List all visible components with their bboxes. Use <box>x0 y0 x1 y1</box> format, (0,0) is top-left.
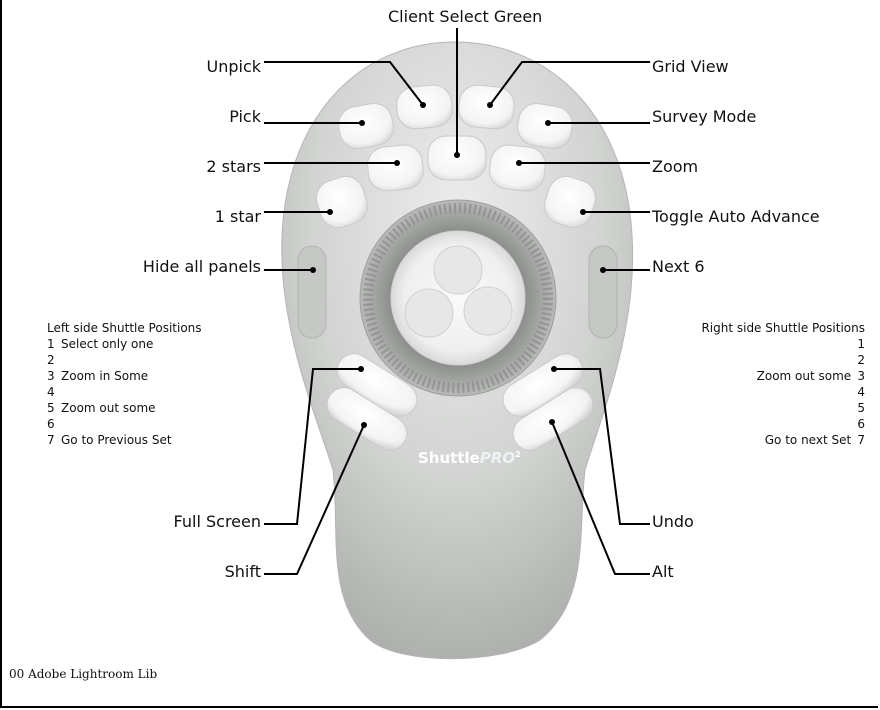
button-zoom[interactable] <box>488 143 547 193</box>
button-grid-view[interactable] <box>457 84 515 131</box>
left-shuttle-position-6: 6 <box>47 417 55 431</box>
label-shift: Shift <box>224 562 261 581</box>
label-undo: Undo <box>652 512 694 531</box>
footer-caption: 00 Adobe Lightroom Lib <box>9 667 158 681</box>
leader-alt <box>551 421 650 575</box>
label-unpick: Unpick <box>206 57 261 76</box>
jog-dimple-right <box>463 286 513 336</box>
label-toggle-auto-advance: Toggle Auto Advance <box>652 207 820 226</box>
right-shuttle-position-6: 6 <box>857 417 865 431</box>
right-shuttle-position-4: 4 <box>857 385 865 399</box>
left-shuttle-position-2: 2 <box>47 353 55 367</box>
left-shuttle-title: Left side Shuttle Positions <box>47 321 202 335</box>
right-shuttle-position-7: Go to next Set 7 <box>764 433 865 447</box>
button-survey-mode[interactable] <box>515 101 575 152</box>
leader-grid-view <box>489 61 650 106</box>
button-2-stars[interactable] <box>366 143 425 193</box>
label-next-6: Next 6 <box>652 257 705 276</box>
label-1-star: 1 star <box>214 207 261 226</box>
button-shift[interactable] <box>321 381 414 456</box>
brand-logo: ShuttlePRO2 <box>418 449 521 467</box>
label-full-screen: Full Screen <box>173 512 261 531</box>
right-shuttle-position-3: Zoom out some 3 <box>756 369 865 383</box>
leader-full-screen <box>264 368 361 525</box>
leader-undo <box>554 368 650 525</box>
left-shuttle-position-4: 4 <box>47 385 55 399</box>
label-survey-mode: Survey Mode <box>652 107 757 126</box>
button-alt[interactable] <box>507 381 600 456</box>
label-pick: Pick <box>229 107 261 126</box>
label-alt: Alt <box>652 562 674 581</box>
right-shuttle-position-5: 5 <box>857 401 865 415</box>
leader-lines <box>264 28 650 575</box>
side-slot-left[interactable] <box>297 245 327 339</box>
jog-dimple-top <box>433 245 483 295</box>
leader-dots <box>310 102 606 428</box>
label-zoom: Zoom <box>652 157 699 176</box>
right-shuttle-position-2: 2 <box>857 353 865 367</box>
button-pick[interactable] <box>336 101 396 152</box>
right-shuttle-positions: Right side Shuttle Positions 1 2 Zoom ou… <box>701 320 865 448</box>
side-slot-right[interactable] <box>588 245 618 339</box>
label-grid-view: Grid View <box>652 57 729 76</box>
right-shuttle-position-1: 1 <box>857 337 865 351</box>
label-hide-all-panels: Hide all panels <box>142 257 261 276</box>
right-shuttle-title: Right side Shuttle Positions <box>701 321 865 335</box>
label-2-stars: 2 stars <box>206 157 261 176</box>
leader-shift <box>264 424 365 575</box>
label-client-select-green: Client Select Green <box>388 7 543 26</box>
shuttle-ring-texture <box>363 203 553 393</box>
leader-unpick <box>264 61 424 106</box>
jog-dimple-left <box>404 288 454 338</box>
